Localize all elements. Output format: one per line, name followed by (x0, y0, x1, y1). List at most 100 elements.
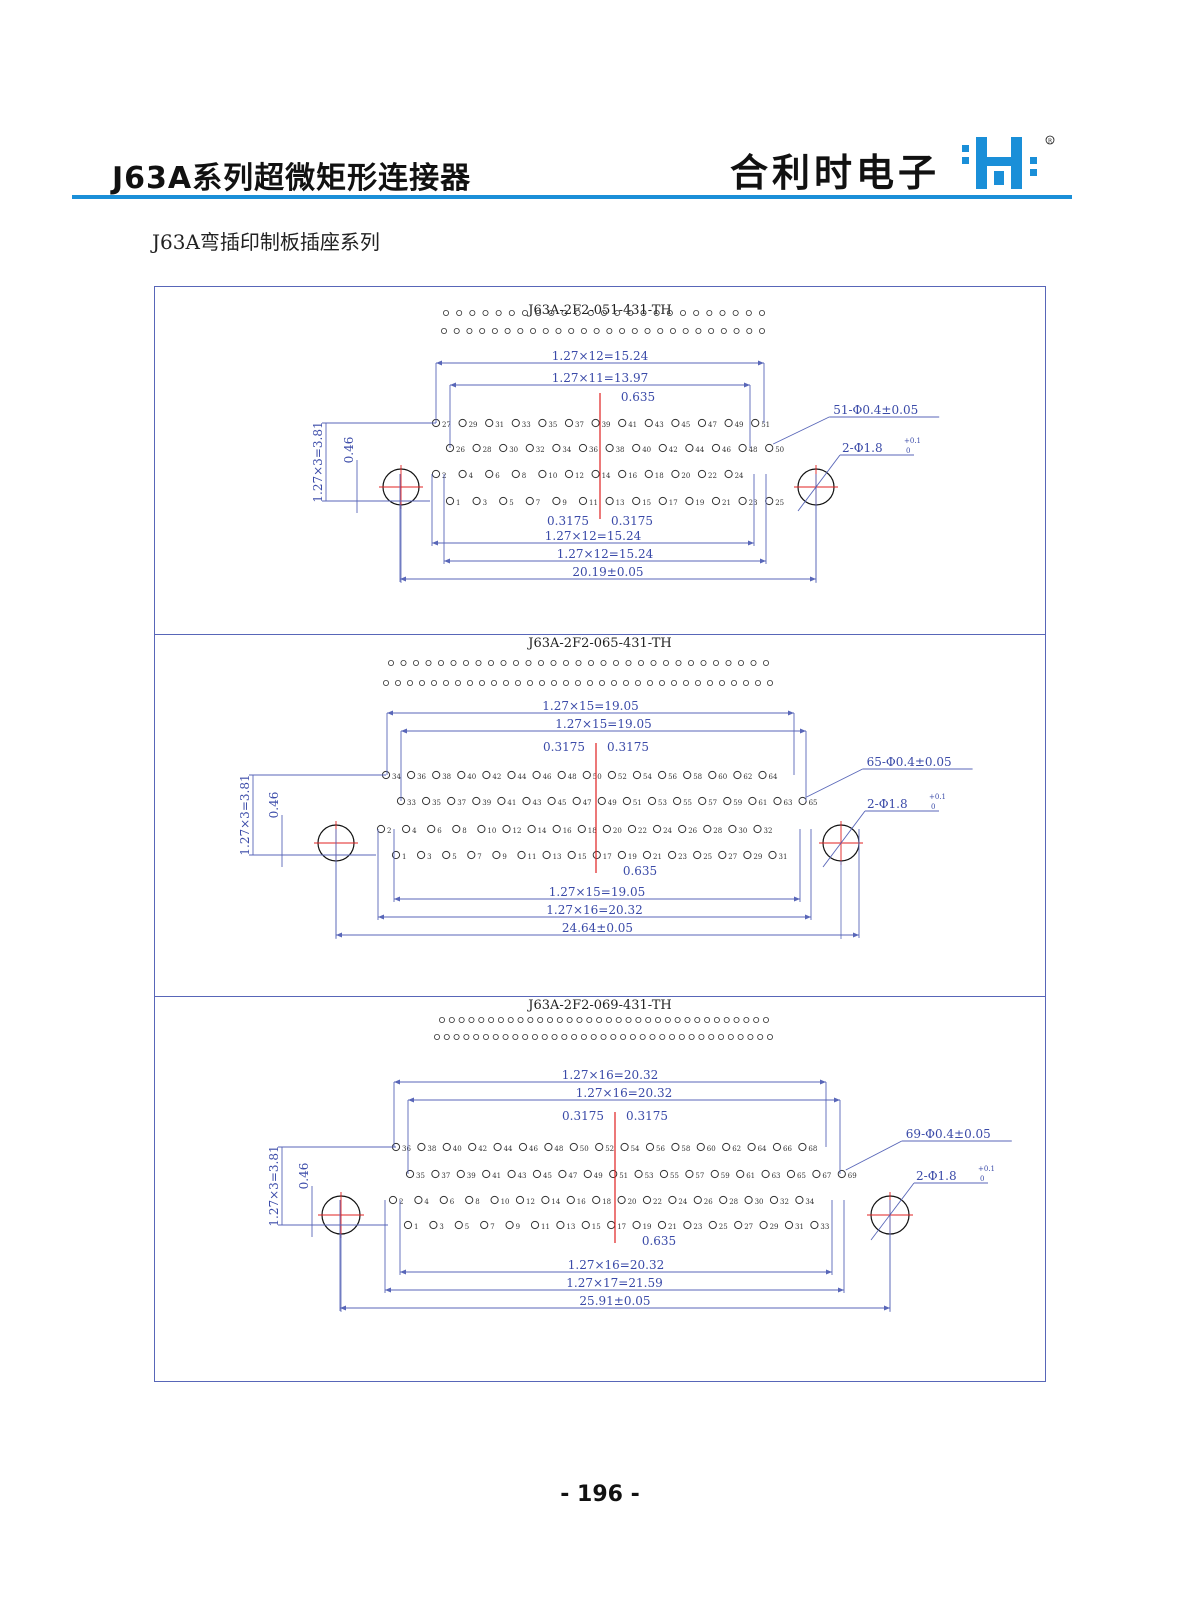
strip-pin (680, 309, 687, 316)
strip-pin (620, 1034, 627, 1041)
pin-hole (482, 770, 491, 780)
pin-hole (544, 1142, 553, 1152)
strip-pin (517, 328, 524, 335)
pin-number: 48 (554, 1145, 563, 1153)
brand-name: 合利时电子 (730, 151, 941, 195)
strip-pin (521, 309, 528, 316)
strip-pin (625, 659, 632, 666)
strip-pin (482, 1034, 489, 1041)
pin-number: 15 (642, 499, 651, 507)
pin-hole (632, 496, 641, 506)
pin-number: 50 (775, 446, 784, 454)
pin-number: 33 (820, 1223, 829, 1231)
pin-number: 24 (678, 1198, 687, 1206)
pin-number: 58 (681, 1145, 690, 1153)
offset-label: 0.3175 (607, 740, 649, 754)
pin-hole (542, 850, 551, 860)
pin-hole (492, 850, 501, 860)
pin-number: 35 (416, 1172, 425, 1180)
top-dimension-label: 1.27×12=15.24 (552, 349, 649, 363)
strip-pin (675, 659, 682, 666)
strip-pin (747, 1034, 754, 1041)
strip-pin (453, 1034, 460, 1041)
pin-hole (617, 1195, 626, 1205)
pin-hole (671, 469, 680, 479)
pin-hole (658, 443, 667, 453)
strip-pin (713, 1016, 720, 1023)
strip-pin (448, 1016, 455, 1023)
pin-hole (566, 1195, 575, 1205)
pin-hole (693, 1195, 702, 1205)
pin-hole (673, 796, 682, 806)
pin-hole (620, 1142, 629, 1152)
strip-pin (646, 680, 653, 687)
pin-number: 2 (399, 1198, 403, 1206)
pin-hole (457, 770, 466, 780)
dimension-arrow (744, 382, 750, 388)
top-dimension-label: 1.27×16=20.32 (576, 1086, 672, 1100)
strip-pin (700, 659, 707, 666)
bottom-dimension-label: 20.19±0.05 (572, 565, 643, 579)
pin-hole (547, 796, 556, 806)
dimension-arrow (758, 360, 764, 366)
strip-pin (733, 1016, 740, 1023)
mount-spec-label: 2-Φ1.8 (916, 1169, 957, 1183)
strip-pin (438, 1016, 445, 1023)
strip-pin (664, 1016, 671, 1023)
pin-number: 46 (722, 446, 731, 454)
pin-number: 48 (749, 446, 758, 454)
pin-number: 18 (588, 827, 597, 835)
strip-pin (555, 328, 562, 335)
pin-hole (597, 796, 606, 806)
pin-hole (634, 1169, 643, 1179)
pin-hole (795, 1195, 804, 1205)
height-dimension-label: 1.27×3=3.81 (311, 421, 325, 502)
strip-pin (657, 328, 664, 335)
pin-hole (617, 850, 626, 860)
pin-hole (522, 796, 531, 806)
pin-number: 31 (795, 1223, 804, 1231)
pin-hole (736, 1169, 745, 1179)
strip-pin (678, 1034, 685, 1041)
strip-pin (698, 1034, 705, 1041)
pin-hole (499, 443, 508, 453)
pin-number: 10 (487, 827, 496, 835)
pin-number: 66 (783, 1145, 792, 1153)
pin-number: 62 (743, 773, 752, 781)
strip-pin (718, 1034, 725, 1041)
pin-number: 14 (551, 1198, 560, 1206)
strip-pin (400, 659, 407, 666)
pin-number: 30 (738, 827, 747, 835)
pin-number: 39 (467, 1172, 476, 1180)
pin-hole (556, 1220, 565, 1230)
pin-number: 40 (642, 446, 651, 454)
pin-number: 68 (808, 1145, 817, 1153)
pin-number: 29 (753, 853, 762, 861)
strip-pin (631, 328, 638, 335)
pin-hole (567, 850, 576, 860)
drawing-frame (154, 286, 1046, 1382)
bottom-dimension-label: 1.27×16=20.32 (546, 903, 642, 917)
strip-pin (463, 1034, 470, 1041)
pin-number: 38 (616, 446, 625, 454)
strip-pin (733, 328, 740, 335)
header-rule (72, 195, 1072, 199)
pin-number: 54 (643, 773, 652, 781)
strip-pin (708, 1034, 715, 1041)
pin-hole (798, 796, 807, 806)
pin-hole (511, 418, 520, 428)
pin-hole (581, 1220, 590, 1230)
pin-hole (407, 770, 416, 780)
pin-number: 1 (456, 499, 460, 507)
page-number: - 196 - (560, 1482, 640, 1507)
pin-number: 36 (589, 446, 598, 454)
pin-hole (711, 443, 721, 453)
strip-pin (526, 680, 533, 687)
pin-number: 21 (722, 499, 731, 507)
strip-pin (394, 680, 401, 687)
offset-dimension-label: 0.46 (267, 792, 281, 819)
dimension-arrow (432, 540, 438, 546)
strip-pin (682, 328, 689, 335)
pin-hole (605, 443, 614, 453)
pin-number: 53 (645, 1172, 654, 1180)
